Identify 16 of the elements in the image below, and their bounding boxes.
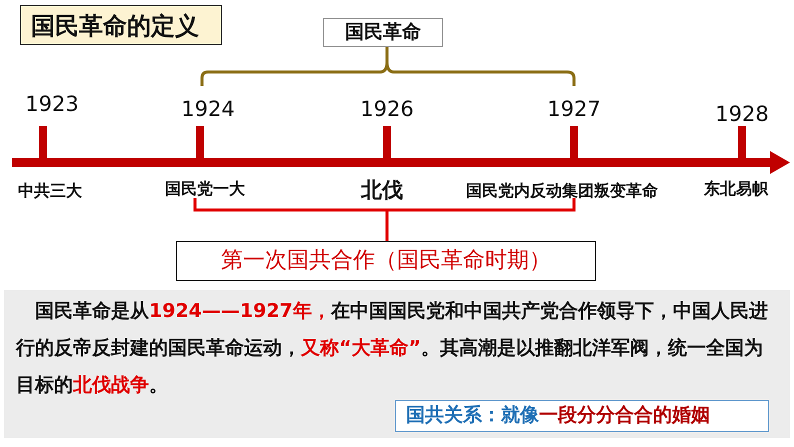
year-label: 1926 [360,97,414,121]
definition-panel [4,290,790,438]
event-label: 国民党内反动集团叛变革命 [466,181,658,202]
period-box: 第一次国共合作（国民革命时期） [176,241,596,281]
year-label: 1923 [25,92,79,116]
year-label: 1928 [715,102,769,126]
heading-box: 国民革命 [323,18,443,47]
title-box: 国民革命的定义 [20,5,222,45]
event-label: 中共三大 [18,181,82,202]
year-label: 1927 [547,97,601,121]
paragraph: 国民革命是从1924——1927年，在中国国民党和中国共产党合作领导下，中国人民进行的反帝反封建的国民革命运动，又称“大革命”。其高潮是以推翻北洋军阀，统一全国为目标的北伐战争。 [16,299,769,398]
event-label: 国民党一大 [165,179,245,200]
event-label: 北伐 [361,177,403,204]
relation-box: 国共关系：就像一段分分合合的婚姻 [395,400,769,432]
year-label: 1924 [181,97,235,121]
event-label: 东北易帜 [704,179,768,200]
